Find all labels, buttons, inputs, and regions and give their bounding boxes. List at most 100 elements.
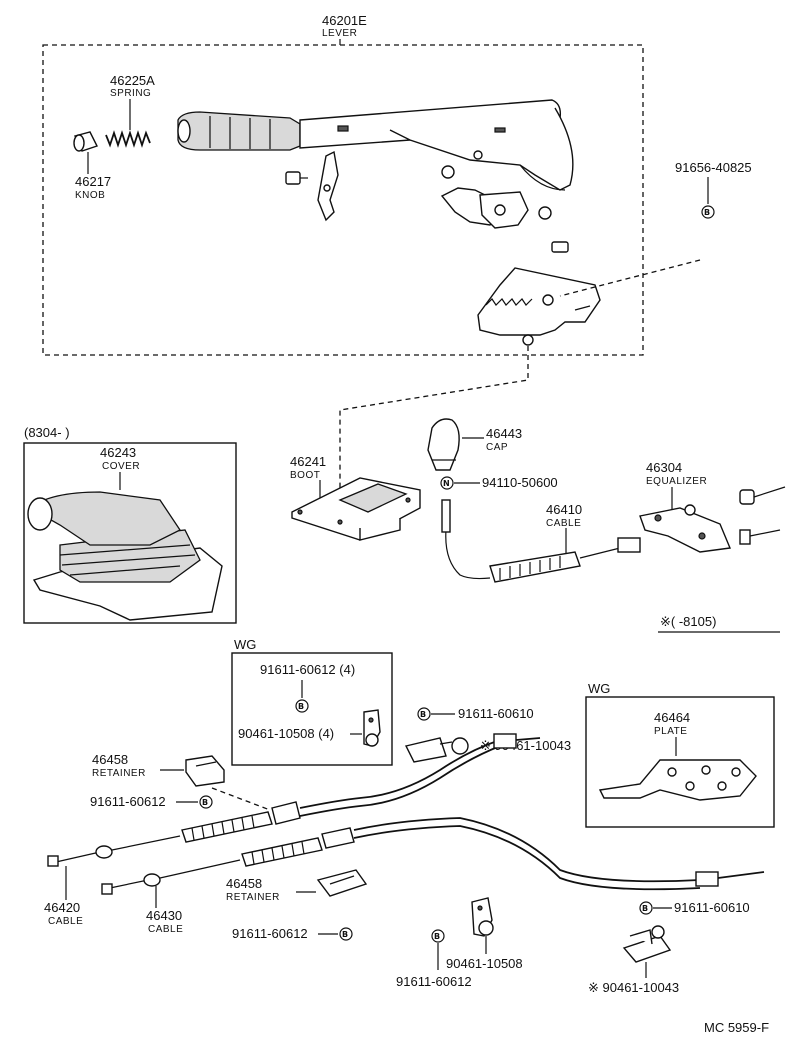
nut-n-marker: [440, 476, 454, 490]
wg-right-group: WG 46464 PLATE: [585, 681, 775, 828]
lever-name: LEVER: [322, 28, 357, 39]
retainer-top-part: [185, 755, 225, 787]
retainer-top-bolt-group: 91611-60612 B: [90, 794, 213, 809]
cover-box: [23, 442, 237, 624]
bottom-right-bolt-symbol: B: [642, 904, 648, 913]
cover-part-number: 46243: [100, 445, 136, 460]
bottom-left-bolt-part-number: 91611-60612: [232, 926, 308, 941]
wg-right-box: [585, 696, 775, 828]
plate-part: [598, 759, 757, 801]
retainer-top-bolt-symbol: B: [202, 798, 208, 807]
mid-bolt-marker: [417, 707, 431, 721]
wg-left-bolt-part-number: 91611-60612 (4): [260, 662, 355, 677]
equalizer-name: EQUALIZER: [646, 476, 707, 487]
retainer-top-name: RETAINER: [92, 768, 146, 779]
cable-right-part-number: 46430: [146, 908, 182, 923]
wg-left-clamp-part: [363, 709, 381, 747]
nut-part-number: 94110-50600: [482, 475, 558, 490]
figure-code: MC 5959-F: [704, 1020, 769, 1035]
cable-right-name: CABLE: [148, 924, 183, 935]
wg-left-label: WG: [234, 637, 256, 652]
wg-left-group: WG 91611-60612 (4) B 90461-10508 (4): [231, 637, 393, 766]
bottom-left-bolt-group: 91611-60612 B: [232, 926, 353, 941]
knob-part-number: 46217: [75, 174, 111, 189]
pin-part: [285, 171, 308, 185]
boot-group: 46241 BOOT: [290, 454, 421, 541]
spring-part: [105, 130, 151, 148]
cover-part: [27, 491, 223, 621]
mid-bolt-group: B 91611-60610: [417, 706, 534, 721]
bottom-clamp-group: 90461-10508: [446, 897, 523, 971]
bottom-clamp-part: [471, 897, 494, 937]
boot-name: BOOT: [290, 470, 320, 481]
spring-name: SPRING: [110, 88, 151, 99]
wg-left-bolt-marker: [295, 699, 309, 713]
wg-right-label: WG: [588, 681, 610, 696]
bottom-left-bolt-symbol: B: [342, 930, 348, 939]
screw-top-part-number: 91656-40825: [675, 160, 752, 175]
cap-part: [427, 418, 460, 471]
knob-part: [73, 131, 98, 152]
mid-bolt-symbol: B: [420, 710, 426, 719]
lever-handle-part: [177, 99, 574, 191]
cable-left-part-number: 46420: [44, 900, 80, 915]
equalizer-part: [639, 486, 786, 553]
pawl-part: [317, 150, 339, 222]
equalizer-part-number: 46304: [646, 460, 682, 475]
wg-left-box: [231, 652, 393, 766]
bottom-right-bolt-part-number: 91611-60610: [674, 900, 750, 915]
cover-range: (8304- ): [24, 425, 70, 440]
lever-assembly: 46201E LEVER 46217 KNOB 46225A SPRING: [42, 13, 752, 356]
equalizer-group: 46304 EQUALIZER: [639, 460, 786, 553]
retainer-bottom-part-number: 46458: [226, 876, 262, 891]
cable-right-part: [101, 817, 765, 895]
sector-part: [440, 165, 569, 253]
retainer-top-bolt-part-number: 91611-60612: [90, 794, 166, 809]
cable-left-name: CABLE: [48, 916, 83, 927]
bolt-b-symbol: B: [704, 208, 710, 217]
cap-part-number: 46443: [486, 426, 522, 441]
retainer-top-part-number: 46458: [92, 752, 128, 767]
retainer-top-bolt-marker: [199, 795, 213, 809]
boot-part-number: 46241: [290, 454, 326, 469]
center-cable-name: CABLE: [546, 518, 581, 529]
bottom-left-bolt-marker: [339, 927, 353, 941]
bottom-right-bolt-group: B 91611-60610: [639, 900, 750, 915]
center-cable-part-number: 46410: [546, 502, 582, 517]
lever-boundary-box: [42, 44, 644, 356]
plate-part-number: 46464: [654, 710, 690, 725]
retainer-top-group: 46458 RETAINER: [92, 752, 271, 811]
wg-left-bolt-symbol: B: [298, 702, 304, 711]
lever-boot-connector: [339, 346, 529, 515]
cover-group: (8304- ) 46243 COVER: [23, 425, 237, 624]
bottom-mid-bolt-part-number: 91611-60612: [396, 974, 472, 989]
bottom-right-clip-group: ※ 90461-10043: [588, 925, 679, 995]
cable-left-part: [47, 733, 541, 867]
nut-n-symbol: N: [443, 479, 450, 488]
retainer-bottom-name: RETAINER: [226, 892, 280, 903]
cap-group: 46443 CAP N 94110-50600: [427, 418, 558, 490]
bottom-right-clip-part: [622, 925, 672, 963]
bottom-mid-bolt-marker: [431, 929, 445, 943]
cover-name: COVER: [102, 461, 140, 472]
retainer-bottom-part: [316, 869, 368, 897]
mid-bolt-part-number: 91611-60610: [458, 706, 534, 721]
note-range: ※( -8105): [660, 614, 716, 629]
bracket-part: [477, 267, 601, 346]
bottom-mid-bolt-group: B 91611-60612: [396, 929, 472, 989]
bolt-b-marker: [701, 205, 715, 219]
bottom-right-bolt-marker: [639, 901, 653, 915]
spring-part-number: 46225A: [110, 73, 155, 88]
bottom-clamp-part-number: 90461-10508: [446, 956, 523, 971]
wg-left-clamp-part-number: 90461-10508 (4): [238, 726, 334, 741]
bottom-mid-bolt-symbol: B: [434, 932, 440, 941]
center-cable-part: [441, 499, 641, 583]
bottom-right-clip-part-number: ※ 90461-10043: [588, 980, 679, 995]
center-cable-group: 46410 CABLE: [441, 499, 641, 583]
boot-part: [291, 477, 421, 541]
lever-part-number: 46201E: [322, 13, 367, 28]
plate-name: PLATE: [654, 726, 687, 737]
knob-name: KNOB: [75, 190, 105, 201]
mid-clip-part: [404, 737, 469, 763]
